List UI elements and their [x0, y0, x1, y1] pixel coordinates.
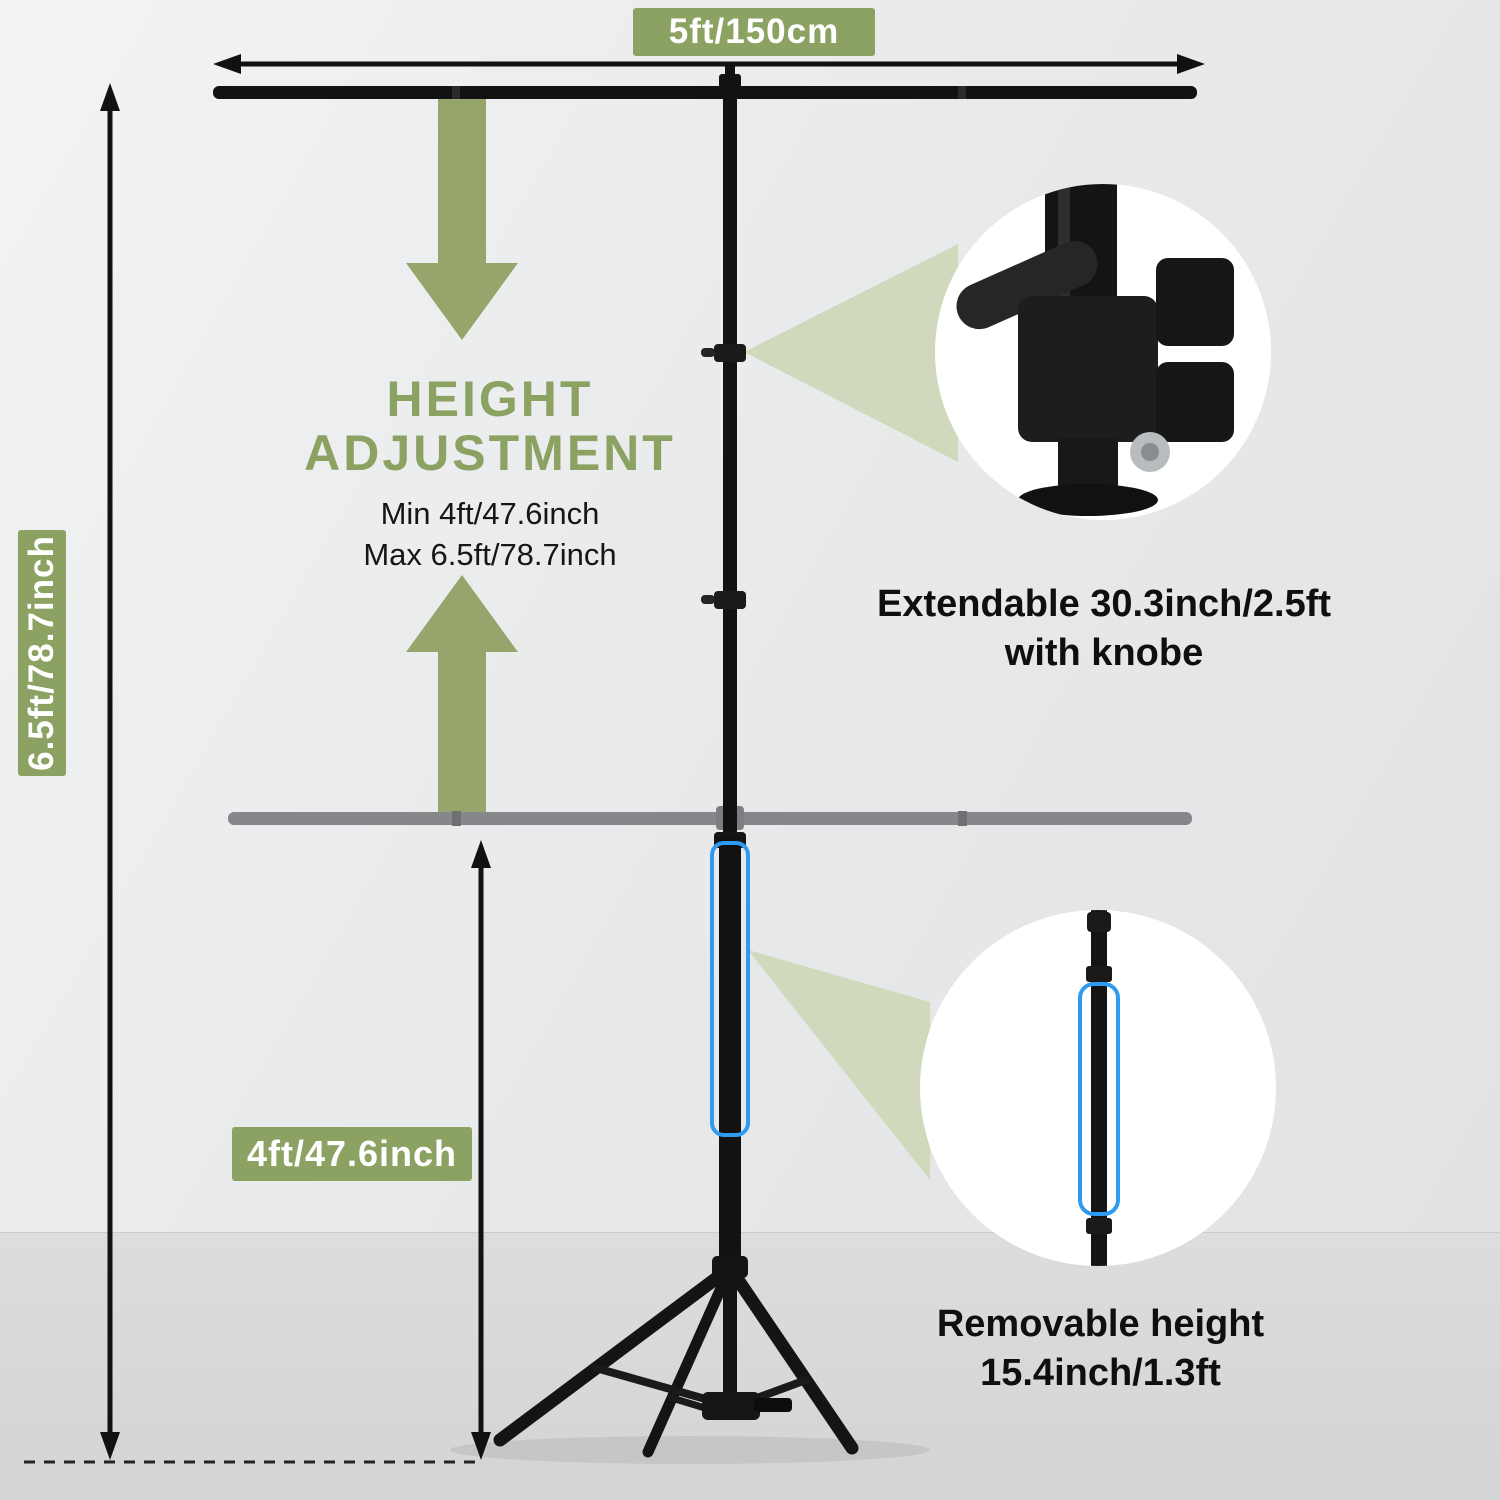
removable-caption: Removable height 15.4inch/1.3ft [878, 1300, 1323, 1399]
callout-cone-bottom [748, 950, 930, 1180]
extendable-caption: Extendable 30.3inch/2.5ft with knobe [870, 580, 1338, 679]
removable-caption-line2: 15.4inch/1.3ft [980, 1352, 1221, 1395]
knob-clamp-detail-icon [956, 184, 1234, 516]
extendable-caption-line2: with knobe [1004, 632, 1204, 675]
removable-caption-line1: Removable height [936, 1303, 1265, 1345]
top-crossbar [213, 66, 1197, 99]
min-height-badge-label: 4ft/47.6inch [246, 1133, 458, 1174]
height-adjustment-title-line2: ADJUSTMENT [304, 425, 676, 481]
vertical-pole [701, 90, 746, 1270]
removable-pole-segment-icon [1078, 910, 1120, 1266]
lowered-height-measure-arrow [471, 840, 491, 1460]
total-height-measure-arrow [100, 83, 120, 1460]
max-height-badge: 6.5ft/78.7inch [18, 530, 66, 776]
max-height-badge-label: 6.5ft/78.7inch [22, 535, 61, 771]
lowered-crossbar [228, 806, 1192, 830]
floor [0, 1232, 1500, 1500]
extendable-caption-line1: Extendable 30.3inch/2.5ft [876, 583, 1332, 625]
width-badge-label: 5ft/150cm [668, 12, 840, 51]
removable-segment-highlight [710, 841, 750, 1137]
width-measure-arrow [213, 54, 1205, 74]
height-adjustment-title-line1: HEIGHT [386, 371, 594, 427]
height-adjust-down-arrow-icon [406, 98, 518, 340]
height-adjust-up-arrow-icon [406, 575, 518, 824]
height-adjustment-text-block: HEIGHT ADJUSTMENT Min 4ft/47.6inch Max 6… [285, 372, 695, 573]
height-max-text: Max 6.5ft/78.7inch [363, 537, 617, 572]
min-height-badge: 4ft/47.6inch [232, 1127, 472, 1181]
width-badge: 5ft/150cm [633, 8, 875, 56]
tripod-base [450, 1256, 930, 1464]
height-adjustment-title: HEIGHT ADJUSTMENT [285, 372, 695, 480]
callout-cone-top [744, 244, 958, 462]
height-min-text: Min 4ft/47.6inch [380, 496, 600, 531]
